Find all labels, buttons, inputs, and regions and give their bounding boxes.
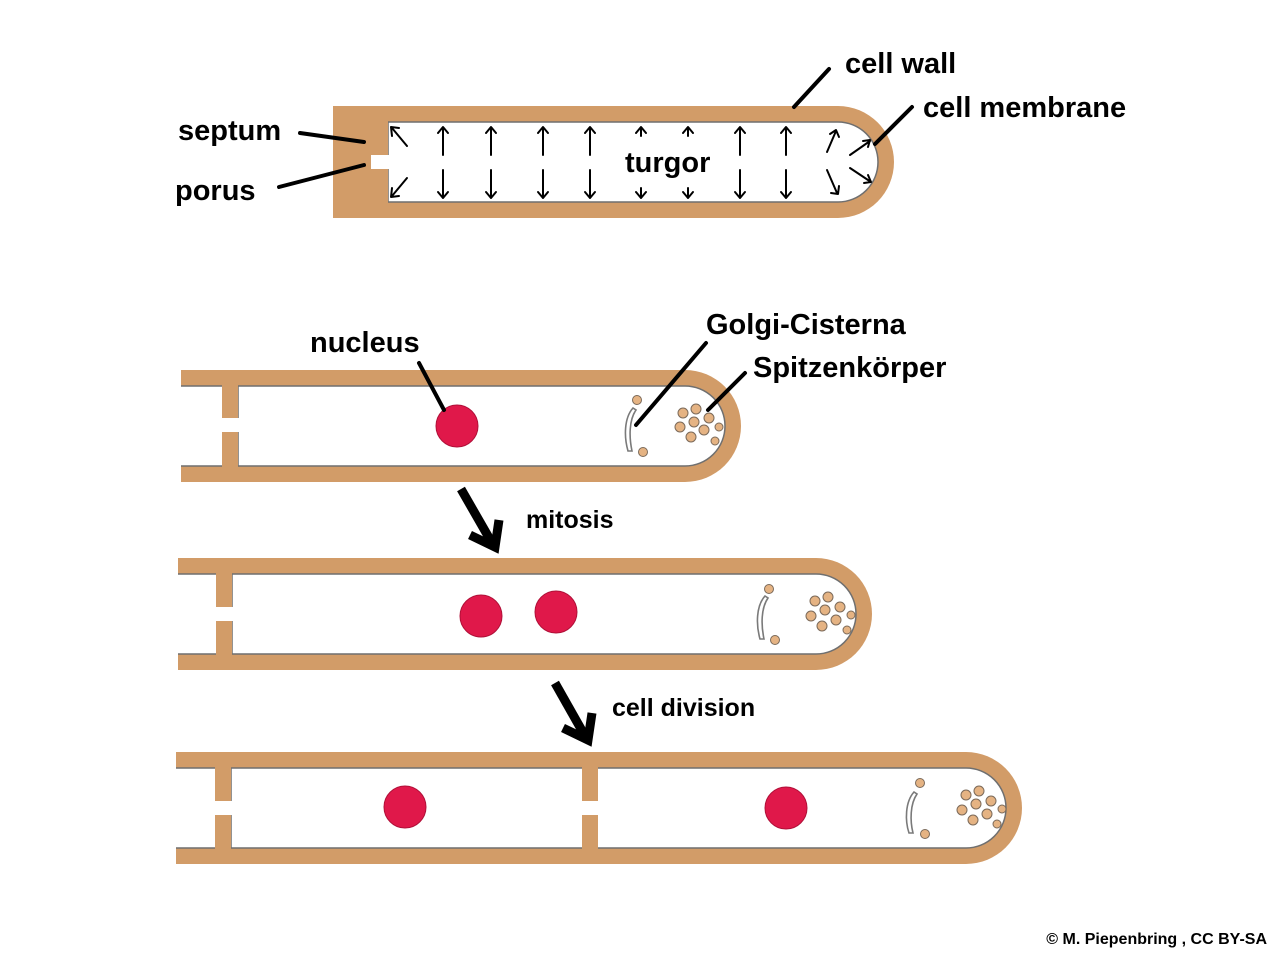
nucleus-label: nucleus [310, 327, 420, 359]
spitzenkoerper [674, 403, 724, 446]
golgi-leader [634, 341, 708, 427]
turgor-label: turgor [625, 147, 710, 179]
spitzenkoerper [956, 785, 1007, 829]
cell-wall-leader [792, 67, 831, 109]
copyright-notice: © M. Piepenbring , CC BY-SA [1046, 931, 1267, 948]
cell-division-arrow [551, 680, 597, 747]
spitzenkoerper-label: Spitzenkörper [753, 352, 946, 384]
spitzenkoerper-leader [706, 371, 747, 412]
porus [371, 155, 389, 169]
porus [215, 607, 233, 621]
turgor-arrows [390, 126, 872, 199]
nucleus [383, 785, 427, 829]
porus-leader [277, 163, 366, 189]
cell-membrane-leader [873, 105, 914, 146]
nucleus [459, 594, 503, 638]
cell-division-label: cell division [612, 694, 755, 722]
golgi-label: Golgi-Cisterna [706, 309, 907, 341]
cell-interior [387, 121, 879, 203]
golgi-cisterna [756, 584, 780, 645]
turgor-hypha [333, 106, 894, 218]
porus [221, 418, 239, 432]
spitzenkoerper [805, 591, 856, 635]
cell-wall-label: cell wall [845, 48, 956, 80]
porus [581, 801, 599, 815]
nucleus [435, 404, 479, 448]
porus-label: porus [175, 175, 256, 207]
septum-leader [298, 131, 366, 144]
cell-membrane-label: cell membrane [923, 92, 1126, 124]
golgi-cisterna [905, 778, 930, 839]
hypha-2 [178, 558, 872, 670]
hypha-1 [181, 370, 741, 482]
nucleus [764, 786, 808, 830]
mitosis-label: mitosis [526, 506, 614, 534]
golgi-cisterna [624, 395, 648, 457]
mitosis-arrow [457, 486, 504, 554]
nucleus-leader [417, 361, 446, 412]
hypha-3 [176, 752, 1022, 864]
porus [214, 801, 232, 815]
septum-label: septum [178, 115, 281, 147]
nucleus [534, 590, 578, 634]
